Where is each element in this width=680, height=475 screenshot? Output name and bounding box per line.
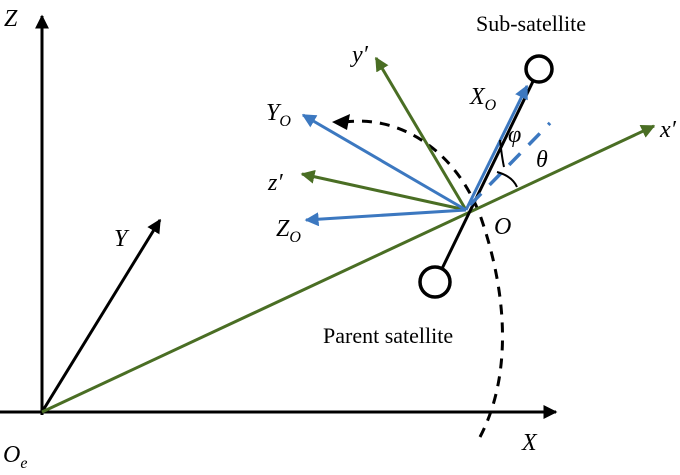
label-Y-O: YO (266, 100, 291, 130)
tether-line (435, 68, 541, 280)
phi-reference-dashed-line (468, 121, 552, 207)
label-sub-satellite: Sub-satellite (476, 11, 586, 36)
label-Z-O-main: Z (276, 216, 290, 242)
label-Y-O-sub: O (279, 113, 291, 130)
Y-O-axis-line (301, 113, 467, 212)
label-x-prime: x′ (659, 117, 677, 143)
label-Y-O-main: Y (266, 100, 282, 126)
Z-O-axis-line (304, 208, 467, 227)
y-prime-axis-line (374, 56, 468, 211)
label-y-prime: y′ (350, 42, 369, 68)
label-Z-O-sub: O (289, 229, 301, 246)
label-Z-axis: Z (4, 6, 18, 32)
phi-angle-arc (499, 139, 505, 168)
label-parent-satellite: Parent satellite (323, 323, 453, 348)
label-origin-e: Oe (3, 442, 27, 472)
x-prime-axis-line (41, 124, 656, 414)
label-origin-e-main: O (3, 442, 20, 468)
label-theta: θ (536, 147, 548, 173)
label-X-O-sub: O (485, 97, 497, 114)
label-Y-axis: Y (114, 226, 130, 252)
label-X-O: XO (469, 84, 497, 114)
orbit-arrowhead (332, 114, 350, 130)
label-origin: O (494, 214, 511, 240)
label-X-O-main: X (469, 84, 486, 110)
X-O-axis-line (464, 84, 529, 211)
Y-axis-line (40, 218, 162, 413)
orbit-dashed-arc (344, 119, 504, 438)
z-prime-axis-line (300, 169, 467, 212)
sub-satellite-circle (524, 54, 554, 84)
label-phi: φ (508, 122, 521, 148)
label-X-axis: X (521, 430, 538, 456)
theta-angle-arc (496, 171, 518, 188)
label-origin-e-sub: e (20, 455, 27, 472)
label-Z-O: ZO (276, 216, 301, 246)
label-z-prime: z′ (267, 170, 283, 196)
parent-satellite-circle (418, 265, 452, 299)
